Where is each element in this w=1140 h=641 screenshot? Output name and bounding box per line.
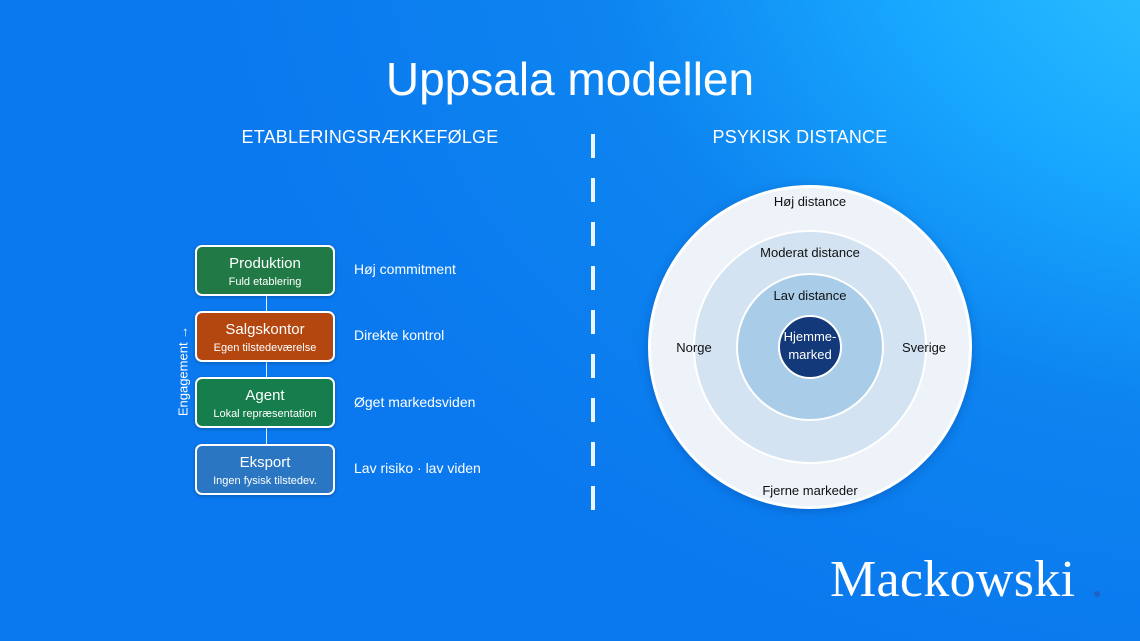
stage-connector [266,362,267,377]
establishment-order-heading: ETABLERINGSRÆKKEFØLGE [241,127,499,147]
dashed-divider [591,134,595,520]
stage-title: Salgskontor [225,321,305,338]
stage-subtitle: Egen tilstedeværelse [213,342,317,354]
stage-box-sales-office: Salgskontor Egen tilstedeværelse [195,311,335,362]
high-distance-label: Høj distance [773,194,847,209]
stage-title: Agent [245,387,285,404]
stage-subtitle: Ingen fysisk tilstedev. [213,475,317,487]
stage-description: Direkte kontrol [354,327,445,343]
psychic-distance-heading: PSYKISK DISTANCE [712,127,888,147]
home-market-core [778,315,842,379]
engagement-axis-label: Engagement → [175,325,191,417]
page-title: Uppsala modellen [385,53,755,105]
brand-logo: Mackowski [830,551,1076,608]
stage-description: Høj commitment [354,261,456,277]
stage-box-export: Eksport Ingen fysisk tilstedev. [195,444,335,495]
moderate-distance-label: Moderat distance [760,245,860,260]
norway-label: Norge [676,340,712,355]
distant-markets-label: Fjerne markeder [762,483,858,498]
brand-dot [1094,591,1100,597]
stage-description: Øget markedsviden [354,394,476,410]
stage-box-production: Produktion Fuld etablering [195,245,335,296]
stage-connector [266,296,267,311]
home-market-label: Hjemme- marked [783,329,837,362]
stage-connector [266,428,267,444]
sweden-label: Sverige [901,340,947,355]
stage-title: Eksport [239,454,291,471]
stage-subtitle: Lokal repræsentation [213,408,317,420]
stage-box-agent: Agent Lokal repræsentation [195,377,335,428]
stage-description: Lav risiko · lav viden [354,460,481,476]
low-distance-label: Lav distance [773,288,847,303]
stage-subtitle: Fuld etablering [228,276,302,288]
stage-title: Produktion [229,255,301,272]
